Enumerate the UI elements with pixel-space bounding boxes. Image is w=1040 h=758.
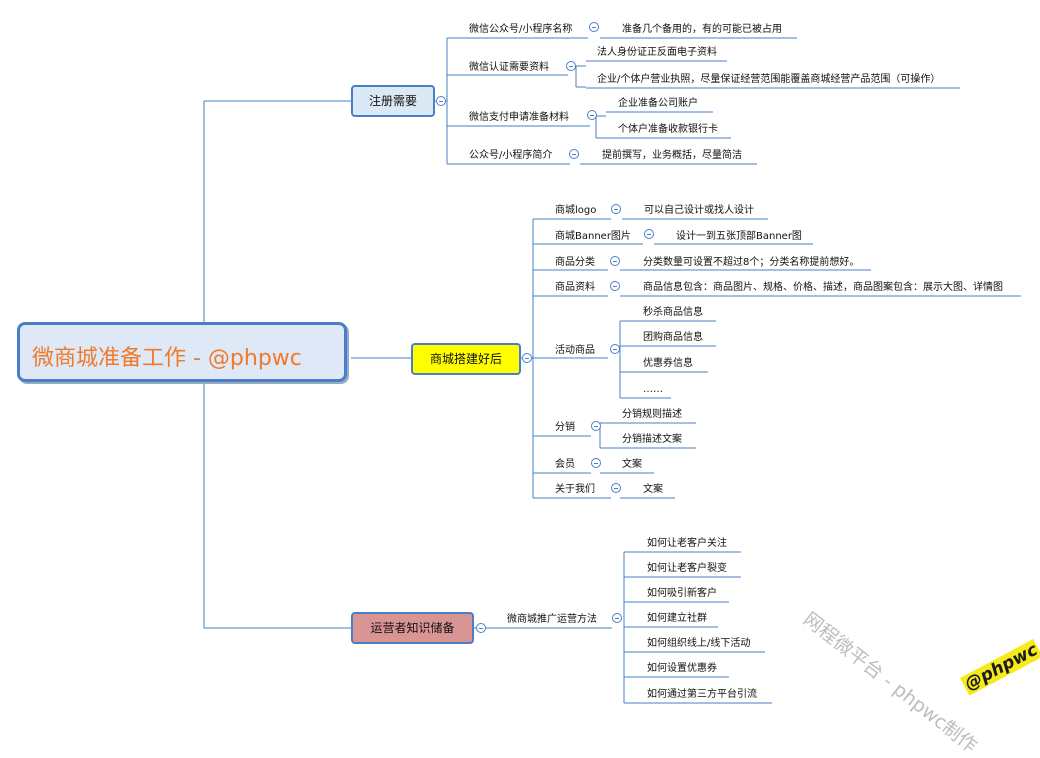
detail-text: 准备几个备用的，有的可能已被占用 — [622, 24, 782, 35]
collapse-icon[interactable] — [566, 61, 576, 71]
topic-distribution[interactable]: 分销 — [555, 422, 575, 433]
collapse-icon[interactable] — [587, 110, 597, 120]
branch-label: 注册需要 — [368, 94, 417, 108]
detail-text: 分销描述文案 — [622, 434, 682, 445]
collapse-icon[interactable] — [611, 483, 621, 493]
collapse-icon[interactable] — [610, 256, 620, 266]
branch-label: 运营者知识储备 — [370, 621, 455, 635]
detail-text: …… — [643, 384, 663, 395]
detail-text: 团购商品信息 — [643, 332, 703, 343]
branch-after-build[interactable]: 商城搭建好后 — [411, 343, 521, 375]
topic-logo[interactable]: 商城logo — [555, 205, 597, 216]
collapse-icon[interactable] — [612, 613, 622, 623]
detail-text: 如何通过第三方平台引流 — [647, 689, 757, 700]
detail-text: 如何让老客户关注 — [647, 538, 727, 549]
branch-registration[interactable]: 注册需要 — [351, 85, 435, 117]
branch-label: 商城搭建好后 — [429, 352, 502, 366]
detail-text: 法人身份证正反面电子资料 — [597, 47, 717, 58]
detail-text: 如何组织线上/线下活动 — [647, 638, 751, 649]
connector-lines — [203, 37, 1021, 704]
detail-text: 商品信息包含：商品图片、规格、价格、描述，商品图案包含：展示大图、详情图 — [643, 282, 1003, 293]
detail-text: 个体户准备收款银行卡 — [618, 124, 718, 135]
topic-wechat-pay[interactable]: 微信支付申请准备材料 — [469, 112, 569, 123]
collapse-icon[interactable] — [522, 353, 532, 363]
collapse-icon[interactable] — [610, 344, 620, 354]
topic-promo-products[interactable]: 活动商品 — [555, 345, 595, 356]
topic-product-info[interactable]: 商品资料 — [555, 282, 595, 293]
collapse-icon[interactable] — [591, 458, 601, 468]
topic-about-us[interactable]: 关于我们 — [555, 484, 595, 495]
topic-category[interactable]: 商品分类 — [555, 257, 595, 268]
collapse-icon[interactable] — [569, 149, 579, 159]
detail-text: 企业准备公司账户 — [618, 98, 698, 109]
collapse-icon[interactable] — [476, 623, 486, 633]
detail-text: 优惠券信息 — [643, 358, 693, 369]
topic-promotion-methods[interactable]: 微商城推广运营方法 — [507, 614, 597, 625]
collapse-icon[interactable] — [610, 281, 620, 291]
detail-text: 分类数量可设置不超过8个；分类名称提前想好。 — [643, 257, 860, 268]
detail-text: 如何建立社群 — [647, 613, 707, 624]
detail-text: 如何让老客户裂变 — [647, 563, 727, 574]
detail-text: 设计一到五张顶部Banner图 — [676, 231, 802, 242]
root-topic[interactable]: 微商城准备工作 - @phpwc — [17, 322, 347, 382]
detail-text: 如何吸引新客户 — [647, 588, 717, 599]
detail-text: 可以自己设计或找人设计 — [644, 205, 754, 216]
collapse-icon[interactable] — [644, 229, 654, 239]
topic-banner[interactable]: 商城Banner图片 — [555, 231, 631, 242]
branch-operator-knowledge[interactable]: 运营者知识储备 — [351, 612, 474, 644]
topic-membership[interactable]: 会员 — [555, 459, 575, 470]
collapse-icon[interactable] — [589, 22, 599, 32]
detail-text: 如何设置优惠券 — [647, 663, 717, 674]
detail-text: 文案 — [622, 459, 642, 470]
topic-intro[interactable]: 公众号/小程序简介 — [469, 150, 553, 161]
detail-text: 提前撰写，业务概括，尽量简洁 — [602, 150, 742, 161]
collapse-icon[interactable] — [436, 96, 446, 106]
topic-wechat-certification[interactable]: 微信认证需要资料 — [469, 62, 549, 73]
collapse-icon[interactable] — [611, 204, 621, 214]
detail-text: 企业/个体户营业执照，尽量保证经营范围能覆盖商城经营产品范围（可操作） — [597, 74, 941, 85]
detail-text: 分销规则描述 — [622, 409, 682, 420]
collapse-icon[interactable] — [591, 421, 601, 431]
root-title: 微商城准备工作 - @phpwc — [32, 346, 302, 371]
topic-wechat-name[interactable]: 微信公众号/小程序名称 — [469, 24, 573, 35]
detail-text: 文案 — [643, 484, 663, 495]
detail-text: 秒杀商品信息 — [643, 307, 703, 318]
